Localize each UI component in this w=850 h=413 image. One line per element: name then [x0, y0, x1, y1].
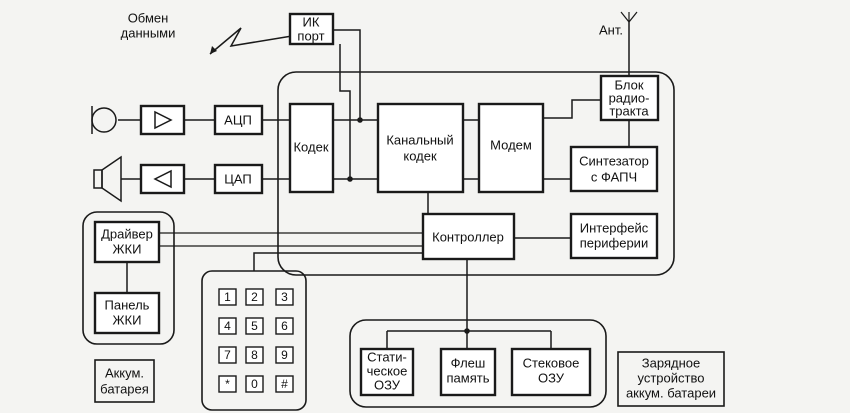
arrow-head-icon [210, 46, 217, 54]
lcd-driver-line2: ЖКИ [113, 241, 142, 256]
codec-label: Кодек [293, 139, 328, 154]
synthesizer-block [569, 145, 659, 193]
keypad-key-label: # [281, 377, 288, 391]
channel-codec-block [376, 102, 465, 194]
radio-unit-block [599, 74, 660, 122]
channel-codec-line2: кодек [403, 148, 437, 163]
battery-line2: батарея [100, 381, 149, 396]
flash-line2: память [447, 370, 490, 385]
keypad: 1 2 3 4 5 6 7 8 9 * 0 # [218, 288, 294, 393]
keypad-key-label: 6 [281, 319, 288, 333]
static-ram-line1: Стати- [367, 349, 407, 364]
keypad-key-label: 9 [281, 348, 288, 362]
junction-dot [464, 328, 470, 334]
modem-block [477, 102, 545, 194]
radio-unit-line3: тракта [609, 103, 649, 118]
periphery-interface-block [569, 212, 659, 260]
charger-line3: аккум. батареи [626, 385, 716, 400]
lcd-panel-block [93, 291, 161, 335]
ir-port-line2: порт [297, 28, 324, 43]
data-exchange-zigzag [209, 27, 293, 55]
flash-line1: Флеш [451, 355, 486, 370]
lcd-group [82, 211, 175, 345]
keypad-key-label: * [225, 377, 230, 391]
main-chipset-group [277, 71, 675, 276]
ir-port-block [288, 12, 335, 46]
lcd-driver-block [93, 220, 161, 264]
microphone-icon [91, 107, 117, 133]
keypad-key-label: 5 [251, 319, 258, 333]
periphery-line1: Интерфейс [580, 220, 649, 235]
keypad-key [275, 375, 294, 393]
periphery-line2: периферии [580, 235, 648, 250]
static-ram-line2: ческое [367, 363, 408, 378]
stack-ram-block [510, 347, 592, 397]
keypad-key [245, 288, 264, 306]
amplifier-triangle-icon [153, 169, 172, 189]
modem-label: Модем [490, 137, 532, 152]
charger-block [617, 351, 725, 407]
keypad-key [218, 375, 237, 393]
keypad-key-label: 1 [224, 290, 231, 304]
junction-dot [347, 176, 353, 182]
lcd-driver-line1: Драйвер [101, 226, 153, 241]
antenna-label: Ант. [599, 22, 623, 37]
flash-memory-block [439, 347, 497, 397]
keypad-key-label: 7 [224, 348, 231, 362]
radio-unit-line2: радио- [609, 90, 650, 105]
amplifier-triangle-icon [154, 110, 173, 130]
speaker-icon [93, 155, 122, 203]
adc-block [213, 104, 264, 136]
exchange-label-line2: данными [121, 25, 176, 40]
dac-block [213, 163, 264, 195]
keypad-key [218, 288, 237, 306]
keypad-key-label: 4 [224, 319, 231, 333]
synthesizer-line2: с ФАПЧ [591, 169, 637, 184]
static-ram-block [359, 347, 415, 397]
keypad-key [275, 288, 294, 306]
controller-label: Контроллер [432, 229, 504, 244]
battery-line1: Аккум. [105, 365, 144, 380]
adc-label: АЦП [224, 112, 252, 127]
codec-block [288, 102, 335, 194]
dac-label: ЦАП [224, 171, 252, 186]
keypad-key-label: 3 [281, 290, 288, 304]
junction-dot [357, 117, 363, 123]
charger-line2: устройство [638, 370, 705, 385]
keypad-key-label: 0 [251, 377, 258, 391]
battery-block [94, 359, 155, 403]
exchange-label-line1: Обмен [128, 10, 169, 25]
channel-codec-line1: Канальный [386, 132, 453, 147]
keypad-key [245, 346, 264, 364]
static-ram-line3: ОЗУ [374, 377, 401, 392]
synthesizer-line1: Синтезатор [579, 153, 649, 168]
controller-block [421, 212, 516, 261]
stack-ram-line1: Стековое [523, 355, 580, 370]
keypad-key [218, 346, 237, 364]
keypad-key-label: 2 [251, 290, 258, 304]
keypad-key-label: 8 [251, 348, 258, 362]
ir-port-line1: ИК [303, 14, 320, 29]
keypad-key [245, 375, 264, 393]
mic-amplifier-block [139, 104, 186, 136]
radio-unit-line1: Блок [614, 77, 643, 92]
connection-lines [118, 11, 638, 349]
keypad-key [275, 317, 294, 335]
lcd-panel-line1: Панель [105, 297, 150, 312]
keypad-key [218, 317, 237, 335]
keypad-key [245, 317, 264, 335]
stack-ram-line2: ОЗУ [538, 370, 565, 385]
lcd-panel-line2: ЖКИ [113, 312, 142, 327]
charger-line1: Зарядное [642, 355, 700, 370]
speaker-amplifier-block [139, 163, 186, 195]
memory-group [349, 319, 607, 408]
keypad-key [275, 346, 294, 364]
